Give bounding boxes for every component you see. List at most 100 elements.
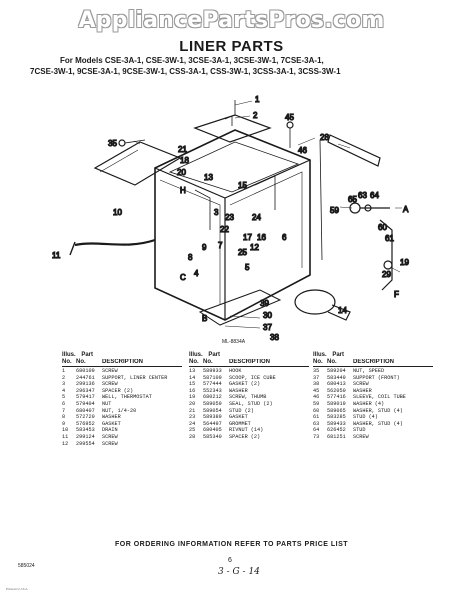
figure-id: ML-8834A [222,339,246,345]
table-row: 2 244761 SUPPORT, LINER CENTER [62,375,182,382]
table-cell-desc: NUT [102,400,112,407]
table-cell-part: 583285 [327,414,346,421]
table-cell-no: 25 [189,427,196,434]
callout-14: 14 [338,306,347,315]
table-cell-part: 564497 [203,420,222,427]
callout-65: 65 [348,195,357,204]
table-row: 60 589065 WASHER, STUD (4) [313,408,433,415]
callout-30: 30 [263,311,272,320]
table-cell-part: 583449 [327,374,346,381]
table-cell-part: 299124 [76,433,95,440]
table-cell-part: 583453 [76,427,95,434]
table-cell-no: 60 [313,407,320,414]
table-header-row: No.No.DESCRIPTION [313,359,433,367]
handwritten-date: 3 - G - 14 [218,567,260,577]
callout-39: 39 [260,299,269,308]
table-cell-no: 46 [313,394,320,401]
callout-46: 46 [298,146,307,155]
right-rail [327,134,381,167]
callout-38: 38 [270,333,279,342]
callout-35: 35 [108,139,117,148]
table-cell-no: 73 [313,433,320,440]
table-cell-no: 15 [189,381,196,388]
table-cell-desc: STUD (2) [229,407,254,414]
table-cell-no: 7 [62,407,66,414]
table-cell-part: 680407 [76,407,95,414]
table-cell-part: 579417 [76,394,95,401]
table-cell-no: 2 [62,374,66,381]
table-cell-desc: SUPPORT, LINER CENTER [102,374,168,381]
callout-A: A [403,205,409,214]
table-cell-no: 24 [189,420,196,427]
ice-scoop [294,289,351,321]
table-cell-desc: SEAL, STUD (2) [229,400,273,407]
table-cell-no: 35 [313,368,320,374]
table-cell-desc: WASHER [229,387,248,394]
table-cell-desc: SUPPORT (FRONT) [353,374,400,381]
table-cell-no: 61 [313,414,320,421]
callout-H: H [180,186,186,195]
callout-7: 7 [218,241,223,250]
table-cell-desc: GASKET [102,420,121,427]
table-cell-desc: SCREW [102,381,118,388]
table-cell-no: 14 [189,374,196,381]
callout-6: 6 [282,233,287,242]
callout-2: 2 [253,111,258,120]
table-cell-part: 572720 [76,414,95,421]
model-line: For Models CSE-3A-1, CSE-3W-1, 3CSE-3A-1… [60,56,324,65]
table-cell-no: 45 [313,387,320,394]
table-cell-part: 585340 [203,433,222,440]
table-cell-desc: SCREW [102,368,118,374]
callout-28: 28 [320,133,329,142]
table-cell-no: 1 [62,368,66,374]
callout-4: 4 [194,269,199,278]
table-cell-desc: WASHER (4) [353,400,385,407]
table-cell-no: 4 [62,387,66,394]
table-cell-part: 589933 [203,368,222,374]
table-cell-no: 23 [189,414,196,421]
table-cell-desc: WASHER, STUD (4) [353,420,403,427]
callout-3: 3 [214,208,219,217]
table-cell-part: 576952 [76,420,95,427]
table-cell-part: 244761 [76,374,95,381]
callout-24: 24 [252,213,261,222]
table-cell-desc: SCOOP, ICE CUBE [229,374,276,381]
table-cell-part: 299136 [76,381,95,388]
table-cell-part: 577444 [203,381,222,388]
callout-17: 17 [243,233,252,242]
page-title: LINER PARTS [179,38,284,55]
table-cell-desc: WASHER, STUD (4) [353,407,403,414]
callout-60: 60 [378,223,387,232]
drain-tube [74,238,156,247]
lid-panel [93,141,182,186]
callout-64: 64 [370,191,379,200]
exploded-parts-diagram: 1 2 3 4 5 6 7 8 9 10 11 12 13 14 15 16 1… [51,94,410,342]
table-cell-no: 38 [313,381,320,388]
table-cell-no: 13 [189,368,196,374]
table-cell-part: 589065 [327,407,346,414]
front-support [198,289,282,326]
callout-20: 20 [177,168,186,177]
table-cell-part: 589433 [327,420,346,427]
table-cell-no: 19 [189,394,196,401]
table-cell-no: 20 [189,400,196,407]
